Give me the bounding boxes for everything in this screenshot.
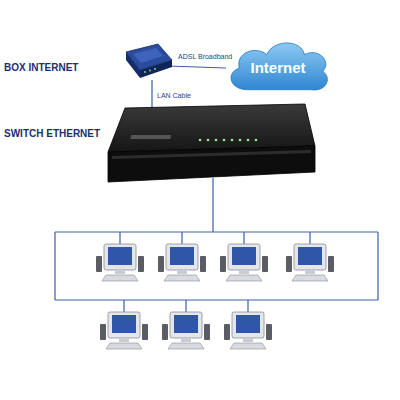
monitor [166,244,198,270]
screen [236,315,260,333]
screen [112,315,136,333]
cable-label: LAN Cable [157,92,191,100]
speaker [100,324,106,340]
speaker [266,324,272,340]
computer-group [96,232,334,349]
speaker [204,324,210,340]
computer [158,232,206,281]
monitor [104,244,136,270]
keyboard [292,275,328,281]
monitor [170,312,202,338]
status-led [239,139,242,142]
lan-bus [55,178,378,300]
keyboard [168,343,204,349]
computer [286,232,334,281]
monitor [108,312,140,338]
status-led [247,139,250,142]
screen [174,315,198,333]
adsl-wire [168,66,226,68]
monitor-stand [181,338,191,342]
screen [108,247,132,265]
ethernet-switch [108,104,315,182]
speaker [224,324,230,340]
cable-label: ADSL Broadband [178,53,232,61]
status-led [215,139,218,142]
speaker [142,324,148,340]
speaker [220,256,226,272]
monitor [228,244,260,270]
status-led [199,139,202,142]
monitor-stand [239,270,249,274]
screen [170,247,194,265]
speaker [262,256,268,272]
switch-leds [199,139,258,142]
speaker [138,256,144,272]
screen [298,247,322,265]
computer [162,300,210,349]
adsl-modem [126,44,172,78]
computer [100,300,148,349]
cloud-label: Internet [250,59,305,76]
speaker [96,256,102,272]
monitor-stand [115,270,125,274]
keyboard [230,343,266,349]
keyboard [164,275,200,281]
screen [232,247,256,265]
device-heading: SWITCH ETHERNET [4,128,100,139]
status-led [207,139,210,142]
speaker [158,256,164,272]
speaker [286,256,292,272]
status-led [231,139,234,142]
computer [96,232,144,281]
speaker [162,324,168,340]
monitor [294,244,326,270]
status-led [223,139,226,142]
keyboard [106,343,142,349]
computer [224,300,272,349]
status-led [255,139,258,142]
keyboard [102,275,138,281]
monitor-stand [305,270,315,274]
computer [220,232,268,281]
monitor-stand [119,338,129,342]
monitor-stand [243,338,253,342]
keyboard [226,275,262,281]
speaker [200,256,206,272]
monitor [232,312,264,338]
monitor-stand [177,270,187,274]
speaker [328,256,334,272]
internet-cloud: Internet [222,36,334,98]
device-heading: BOX INTERNET [4,62,78,73]
